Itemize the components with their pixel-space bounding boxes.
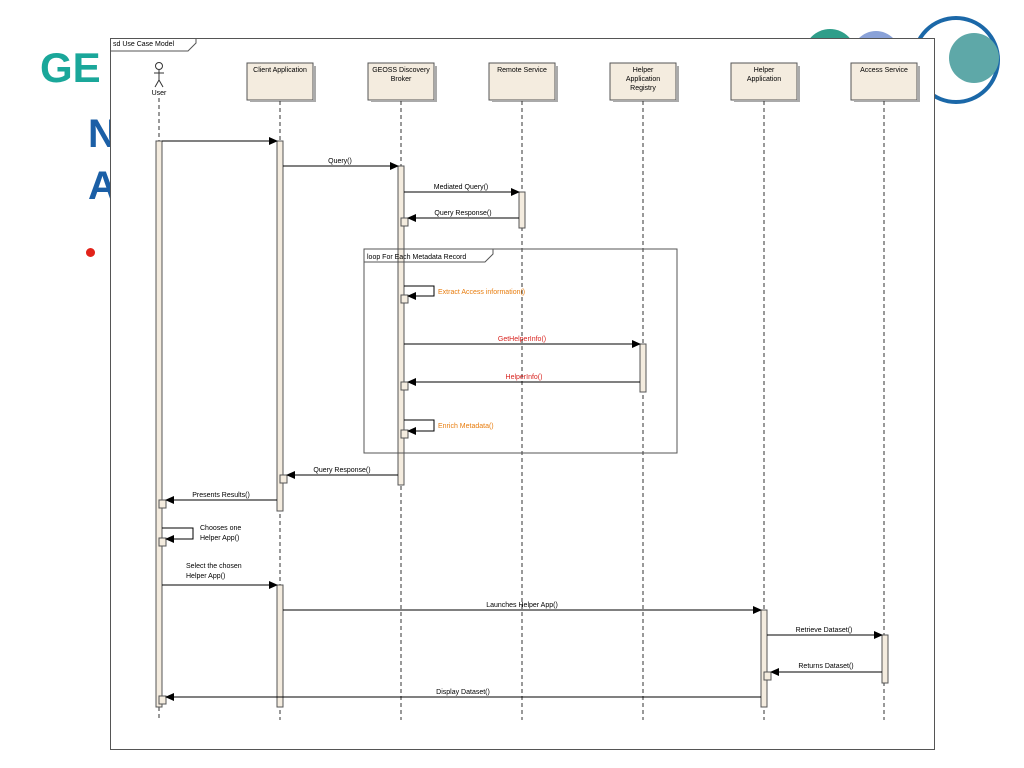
bullet-marker (86, 248, 95, 257)
activation-bar-broker (397, 165, 405, 486)
sequence-diagram-frame (110, 38, 935, 750)
message-query: Query() (283, 158, 399, 170)
lifeline-remote: Remote Service (488, 62, 558, 720)
lifeline-access: Access Service (850, 62, 920, 720)
return-box (763, 671, 772, 681)
activation-bar-client-1 (276, 140, 284, 512)
lifeline-registry: Helper Application Registry (609, 62, 679, 720)
activation-bar-remote (518, 191, 526, 229)
frame-title: sd Use Case Model (113, 41, 175, 48)
lifeline-label: Registry (630, 85, 656, 92)
lifeline-label: Application (747, 76, 781, 83)
lifeline-label: Helper (754, 67, 775, 74)
message-returns-dataset: Returns Dataset() (770, 663, 882, 676)
message-label: Query Response() (313, 467, 370, 474)
return-box (400, 294, 409, 304)
message-label: Select the chosen (186, 563, 242, 570)
message-helper-info: HelperInfo() (407, 374, 640, 386)
message-launches-helper: Launches Helper App() (283, 602, 762, 614)
frame-tab-border (110, 38, 197, 52)
lifeline-head-client (246, 62, 314, 101)
return-box (279, 474, 288, 484)
message-label: Presents Results() (192, 492, 250, 499)
lifeline-head-remote (488, 62, 556, 101)
message-retrieve-dataset: Retrieve Dataset() (767, 627, 883, 639)
activation-bars (155, 140, 889, 708)
messages: Query() Mediated Query() Query Response(… (162, 137, 883, 701)
message-select-helper: Select the chosen Helper App() (162, 563, 278, 589)
lifeline-label: Helper (633, 67, 654, 74)
lifeline-label: Application (626, 76, 660, 83)
geoss-logo: GE (40, 44, 101, 91)
return-box (400, 381, 409, 391)
diagram-frame-label: sd Use Case Model (110, 38, 197, 52)
message-label: Query() (328, 158, 352, 165)
message-label: Retrieve Dataset() (796, 627, 853, 634)
message-label: Query Response() (434, 210, 491, 217)
return-box (158, 695, 167, 705)
lifeline-label: Remote Service (497, 67, 547, 74)
lifeline-head-broker (367, 62, 435, 101)
message-query-response-broker: Query Response() (286, 467, 398, 479)
message-query-response-remote: Query Response() (407, 210, 519, 222)
return-box (158, 499, 167, 509)
loop-fragment-label: loop For Each Metadata Record (367, 254, 466, 261)
lifeline-label: GEOSS Discovery (372, 67, 430, 74)
message-label: Extract Access information() (438, 289, 525, 296)
message-label: Helper App() (200, 535, 239, 542)
message-enrich-metadata: Enrich Metadata() (404, 419, 494, 435)
activation-bar-helper (760, 609, 768, 708)
message-label: Mediated Query() (434, 184, 488, 191)
actor-label: User (152, 90, 167, 97)
small-teal-disc-decoration (949, 33, 999, 83)
message-chooses-helper: Chooses one Helper App() (162, 525, 241, 543)
loop-fragment-box (363, 248, 678, 454)
return-box (400, 429, 409, 439)
return-box (158, 537, 167, 547)
activation-bar-user (155, 140, 163, 708)
message-label: Returns Dataset() (798, 663, 853, 670)
stick-figure-icon (154, 62, 164, 88)
loop-fragment-tab (364, 249, 494, 263)
lifeline-head-helper (730, 62, 798, 101)
message-presents-results: Presents Results() (165, 492, 277, 504)
activation-bar-registry (639, 343, 647, 393)
message-mediated-query: Mediated Query() (404, 184, 520, 196)
message-label: GetHelperInfo() (498, 336, 546, 343)
activation-bar-access (881, 634, 889, 684)
lifeline-label: Broker (391, 76, 412, 83)
message-label: HelperInfo() (506, 374, 543, 381)
message-label: Enrich Metadata() (438, 423, 494, 430)
lifeline-helper: Helper Application (730, 62, 800, 720)
message-label: Chooses one (200, 525, 241, 532)
lifeline-label: Access Service (860, 67, 908, 74)
return-box (400, 217, 409, 227)
activation-bar-client-2 (276, 584, 284, 708)
lifeline-head-registry (609, 62, 677, 101)
message-label: Helper App() (186, 573, 225, 580)
loop-fragment: loop For Each Metadata Record (363, 248, 678, 454)
logo-wordmark: GE (40, 44, 101, 91)
message-label: Launches Helper App() (486, 602, 558, 609)
actor-user: User (152, 62, 167, 97)
message-label: Display Dataset() (436, 689, 490, 696)
lifeline-label: Client Application (253, 67, 307, 74)
message-extract-access: Extract Access information() (404, 285, 525, 300)
message-get-helper-info: GetHelperInfo() (404, 336, 641, 348)
message-display-dataset: Display Dataset() (165, 689, 761, 701)
